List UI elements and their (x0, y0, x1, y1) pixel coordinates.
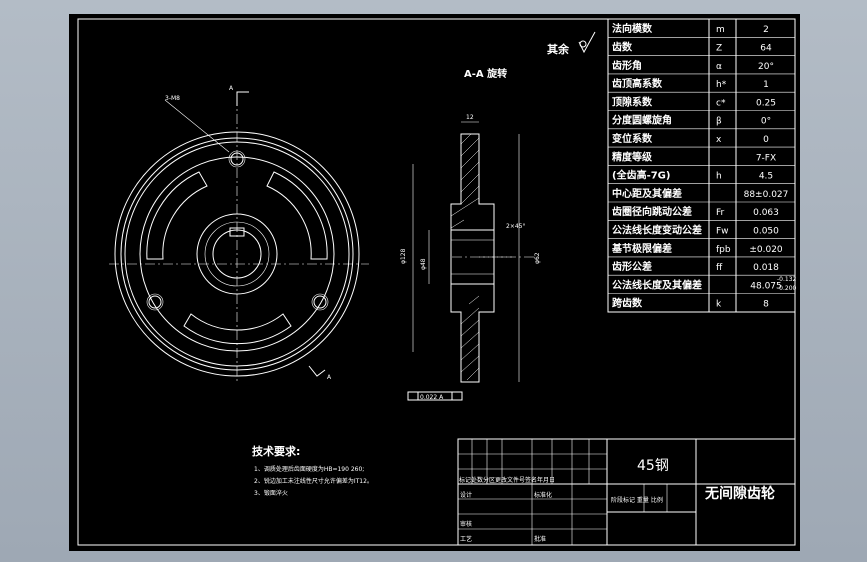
dim-chamfer: 2×45° (506, 223, 525, 230)
param-value: 7-FX (756, 153, 776, 163)
param-value: 0° (761, 117, 771, 127)
param-value: 1 (763, 80, 769, 90)
param-name: 公法线长度及其偏差 (612, 278, 702, 291)
param-name: 齿形角 (612, 59, 642, 72)
param-value: 8 (763, 300, 769, 310)
stage-labels: 阶段标记 重量 比例 (611, 496, 663, 504)
param-value: 4.5 (759, 172, 773, 182)
param-value: 0.018 (753, 263, 779, 273)
part-name: 无间隙齿轮 (704, 485, 775, 502)
param-symbol: β (716, 117, 722, 127)
section-view: A-A 旋转 φ128 φ48 φ62 12 2×45° (400, 31, 596, 401)
param-name: 精度等级 (612, 150, 653, 163)
tolerance-frame: 0.022 A (420, 394, 444, 401)
section-title: A-A 旋转 (464, 67, 507, 80)
param-value: 0.050 (753, 226, 779, 236)
tech-item-1: 1、调质处理后齿面硬度为HB=190 260; (254, 465, 364, 473)
param-name: (全齿高-7G) (612, 169, 670, 182)
param-name: 顶隙系数 (612, 95, 653, 108)
param-name: 变位系数 (612, 132, 653, 145)
section-marker-top: A (229, 85, 234, 92)
tech-item-2: 2、锐边加工未注线性尺寸允许偏差为IT12。 (254, 477, 373, 485)
param-symbol: ff (716, 263, 723, 273)
material: 45钢 (637, 458, 669, 474)
tech-item-3: 3、锻面淬火 (254, 489, 288, 497)
standardize-label: 标准化 (534, 491, 552, 499)
title-block: 标记处数分区更改文件号签名年月日 设计 标准化 审核 工艺 批准 阶段标记 重量… (457, 438, 796, 546)
param-name: 法向模数 (612, 22, 653, 35)
param-symbol: Fr (716, 208, 725, 218)
parameter-table: 法向模数 m 2 齿数 Z 64 齿形角 α 20° 齿顶高系数 h* 1 顶隙系数 c* 0.25 分度圆螺… (607, 18, 797, 313)
param-value: 0.25 (756, 98, 776, 108)
param-symbol: h* (716, 80, 727, 90)
param-name: 齿圈径向跳动公差 (612, 205, 692, 218)
param-symbol: h (716, 172, 722, 182)
tech-requirements: 技术要求: 1、调质处理后齿面硬度为HB=190 260; 2、锐边加工未注线性… (252, 444, 373, 497)
param-name: 分度圆螺旋角 (612, 114, 672, 127)
tech-title: 技术要求: (252, 444, 300, 458)
param-symbol: Z (716, 43, 722, 53)
param-value: 0 (763, 135, 769, 145)
param-name: 中心距及其偏差 (612, 187, 682, 200)
param-symbol: fpb (716, 245, 731, 255)
revision-row-labels: 标记处数分区更改文件号签名年月日 (459, 476, 555, 484)
wk-tol-upper: -0.132 (777, 276, 797, 283)
wk-tol-lower: -0.200 (777, 285, 797, 292)
param-name: 跨齿数 (612, 297, 643, 310)
param-symbol: α (716, 62, 722, 72)
param-value: 88±0.027 (744, 190, 789, 200)
param-name: 基节极限偏差 (611, 242, 672, 255)
approve-label: 批准 (534, 535, 546, 543)
param-value: 48.075 (750, 281, 782, 291)
param-value: 0.063 (753, 208, 779, 218)
param-value: 20° (758, 62, 774, 72)
param-symbol: x (716, 135, 722, 145)
param-name: 齿形公差 (612, 260, 652, 273)
review-label: 审核 (460, 520, 472, 528)
param-name: 齿数 (612, 40, 633, 53)
param-symbol: Fw (716, 226, 729, 236)
param-name: 公法线长度变动公差 (612, 223, 702, 236)
param-symbol: c* (716, 98, 726, 108)
process-label: 工艺 (460, 535, 472, 543)
design-label: 设计 (460, 491, 472, 499)
param-name: 齿顶高系数 (612, 77, 663, 90)
hole-label: 3-M8 (165, 95, 180, 102)
dim-hub: φ62 (534, 252, 541, 264)
param-value: ±0.020 (749, 245, 783, 255)
param-symbol: k (716, 300, 722, 310)
param-value: 2 (763, 25, 769, 35)
section-marker-bottom: A (327, 374, 332, 381)
drawing-sheet: A A 3-M8 A-A 旋转 φ128 φ48 (69, 14, 800, 551)
drawing-canvas: A A 3-M8 A-A 旋转 φ128 φ48 (77, 18, 797, 546)
param-value: 64 (760, 43, 772, 53)
param-symbol: m (716, 25, 725, 35)
roughness-note: 其余 (547, 42, 570, 56)
dim-outer: φ128 (400, 248, 407, 264)
front-view: A A 3-M8 (109, 85, 369, 384)
dim-width: 12 (466, 114, 474, 121)
dim-bore: φ48 (420, 258, 427, 270)
